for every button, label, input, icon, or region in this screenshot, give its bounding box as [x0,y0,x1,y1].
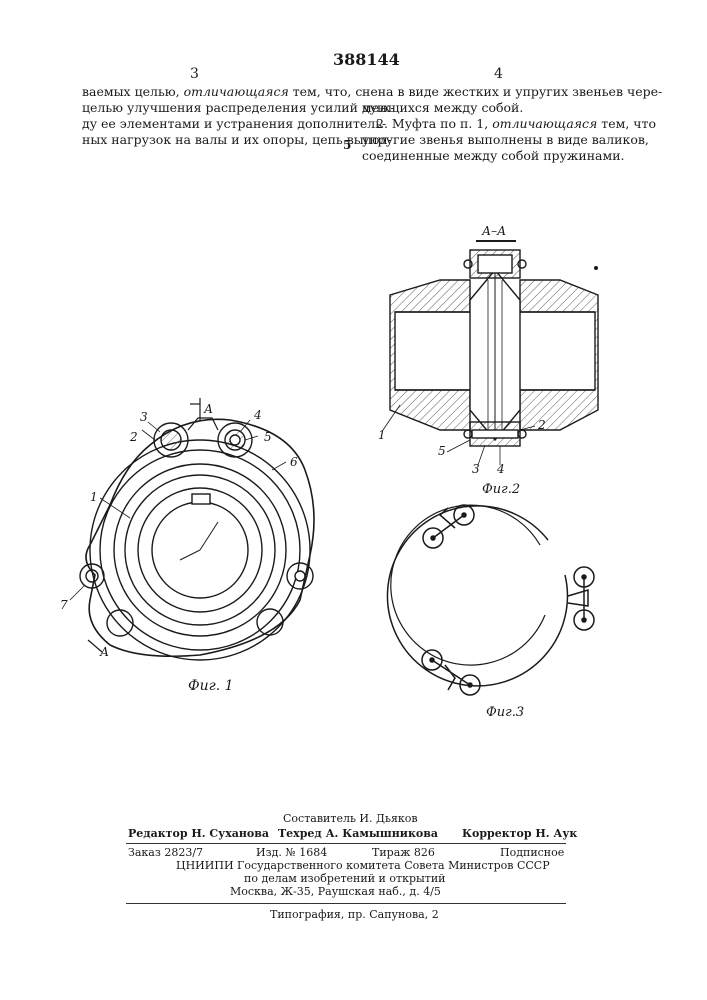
fig1-caption: Фиг. 1 [188,678,234,694]
dot-mark [594,266,598,270]
fig1-callout-3: 3 [140,410,148,424]
figure-1 [70,398,314,660]
fig3-caption: Фиг.3 [486,705,524,720]
footer-institute-line3: Москва, Ж-35, Раушская наб., д. 4/5 [230,885,441,899]
fig2-section-label: А–А [482,224,506,238]
fig1-section-mark-bottom: А [100,645,109,659]
fig1-section-mark: А [204,402,213,416]
footer-circulation: Тираж 826 [372,846,435,860]
fig2-callout-3: 3 [472,462,480,476]
figure-3 [387,505,594,695]
footer-editor: Редактор Н. Суханова [128,827,269,841]
footer-institute-line2: по делам изобретений и открытий [244,872,446,886]
fig2-callout-5: 5 [438,444,446,458]
footer-subscription: Подписное [500,846,564,860]
footer-order: Заказ 2823/7 [128,846,203,860]
footer-corrector: Корректор Н. Аук [462,827,577,841]
fig1-callout-1: 1 [90,490,98,504]
fig2-caption: Фиг.2 [482,482,520,497]
footer-rule-bottom [126,903,566,904]
figure-2 [383,241,598,465]
footer-rule-top [126,843,566,844]
footer-institute-line1: ЦНИИПИ Государственного комитета Совета … [176,859,550,873]
footer-issue: Изд. № 1684 [256,846,327,860]
fig1-callout-6: 6 [290,455,298,469]
footer-techred: Техред А. Камышникова [278,827,438,841]
fig2-callout-2: 2 [538,418,546,432]
fig1-callout-5: 5 [264,430,272,444]
footer-compiler: Составитель И. Дьяков [283,812,418,826]
fig2-callout-4: 4 [497,462,505,476]
fig2-callout-1: 1 [378,428,386,442]
footer-printing-house: Типография, пр. Сапунова, 2 [270,908,439,922]
fig1-callout-2: 2 [130,430,138,444]
fig1-callout-7: 7 [60,598,68,612]
fig1-callout-4: 4 [254,408,262,422]
